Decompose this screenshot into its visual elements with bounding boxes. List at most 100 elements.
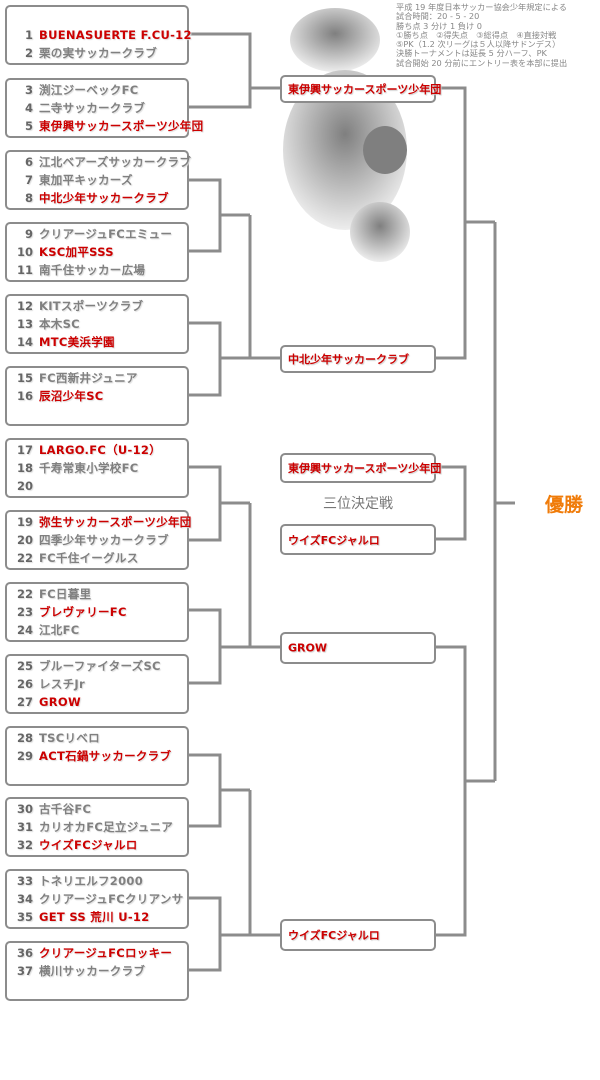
team-name: 東加平キッカーズ bbox=[39, 173, 133, 187]
team-name: ブルーファイターズSC bbox=[39, 659, 161, 673]
team-number: 16 bbox=[16, 389, 33, 403]
team-name: 江北FC bbox=[39, 623, 80, 637]
group-box: 9 クリアージュFCエミュー 10 KSC加平SSS 11 南千住サッカー広場 bbox=[5, 222, 189, 282]
team-number: 3 bbox=[24, 83, 33, 97]
team-name: 四季少年サッカークラブ bbox=[39, 533, 169, 547]
team-number: 33 bbox=[16, 874, 33, 888]
winning-team-name: ウイズFCジャルロ bbox=[39, 838, 138, 852]
third-place-team: 東伊興サッカースポーツ少年団 bbox=[288, 462, 442, 475]
team-name: 本木SC bbox=[39, 317, 80, 331]
team-number: 30 bbox=[16, 802, 33, 816]
team-number: 19 bbox=[16, 515, 33, 529]
group-box: 28 TSCリベロ 29 ACT石鍋サッカークラブ bbox=[5, 726, 189, 786]
winning-team-name: GROW bbox=[39, 695, 81, 709]
team-number: 18 bbox=[16, 461, 33, 475]
third-place-team: ウイズFCジャルロ bbox=[288, 533, 380, 547]
team-number: 31 bbox=[16, 820, 33, 834]
team-number: 10 bbox=[16, 245, 33, 259]
team-number: 7 bbox=[24, 173, 33, 187]
round2-box: ウイズFCジャルロ bbox=[280, 919, 436, 951]
team-name: トネリエルフ2000 bbox=[39, 874, 144, 888]
winning-team-name: 中北少年サッカークラブ bbox=[39, 191, 169, 205]
rules-line: 決勝トーナメントは延長 5 分ハーフ、PK bbox=[396, 48, 547, 59]
rules-line: 試合開始 20 分前にエントリー表を本部に提出 bbox=[396, 57, 568, 68]
team-name: FC日暮里 bbox=[39, 587, 92, 601]
third-place-box: ウイズFCジャルロ bbox=[280, 524, 436, 555]
team-name: クリアージュFCクリアンサ bbox=[39, 892, 184, 906]
rules-line: 勝ち点 3 分け 1 負け 0 bbox=[396, 20, 482, 31]
team-name: 横川サッカークラブ bbox=[39, 964, 146, 978]
team-number: 32 bbox=[16, 838, 33, 852]
team-name: 南千住サッカー広場 bbox=[39, 263, 146, 277]
team-number: 8 bbox=[24, 191, 33, 205]
team-number: 11 bbox=[16, 263, 33, 277]
team-number: 12 bbox=[16, 299, 33, 313]
team-name: TSCリベロ bbox=[39, 731, 100, 745]
group-box: 33 トネリエルフ2000 34 クリアージュFCクリアンサ 35 GET SS 荒川 U… bbox=[5, 869, 189, 929]
winning-team-name: 弥生サッカースポーツ少年団 bbox=[39, 515, 192, 529]
team-name: FC西新井ジュニア bbox=[39, 371, 138, 385]
player-silhouette bbox=[283, 8, 410, 262]
team-name: 古千谷FC bbox=[39, 802, 92, 816]
winning-team-name: クリアージュFCロッキー bbox=[39, 946, 173, 960]
team-name: KITスポーツクラブ bbox=[39, 299, 144, 313]
rules-line: ⑤PK（1.2 次リーグは５人以降サドンデス） bbox=[396, 39, 561, 50]
team-number: 5 bbox=[24, 119, 33, 133]
team-name: FC千住イーグルス bbox=[39, 551, 139, 565]
team-number: 34 bbox=[16, 892, 33, 906]
winning-team-name: KSC加平SSS bbox=[39, 245, 114, 259]
round2-team: ウイズFCジャルロ bbox=[288, 929, 380, 942]
team-number: 23 bbox=[16, 605, 33, 619]
winning-team-name: GET SS 荒川 U-12 bbox=[39, 910, 150, 924]
team-number: 4 bbox=[24, 101, 33, 115]
team-number: 2 bbox=[24, 46, 33, 60]
round2-team: GROW bbox=[288, 641, 327, 655]
group-box: 36 クリアージュFCロッキー 37 横川サッカークラブ bbox=[5, 941, 189, 1001]
team-number: 25 bbox=[16, 659, 33, 673]
team-number: 6 bbox=[24, 155, 33, 169]
winning-team-name: ACT石鍋サッカークラブ bbox=[39, 749, 172, 763]
team-number: 37 bbox=[16, 964, 33, 978]
team-name: 二寺サッカークラブ bbox=[39, 101, 146, 115]
champion-label: 優勝 bbox=[545, 494, 584, 516]
winning-team-name: LARGO.FC（U-12） bbox=[39, 443, 162, 457]
third-place-box: 東伊興サッカースポーツ少年団 bbox=[280, 453, 441, 483]
rules-line: 平成 19 年度日本サッカー協会少年規定による bbox=[396, 2, 567, 12]
team-name: 渕江ジーベックFC bbox=[39, 83, 139, 97]
team-name: 栗の実サッカークラブ bbox=[39, 46, 157, 60]
group-box: 3 渕江ジーベックFC 4 二寺サッカークラブ 5 東伊興サッカースポーツ少年団 bbox=[5, 78, 203, 138]
round2-team: 中北少年サッカークラブ bbox=[288, 353, 409, 366]
team-name: クリアージュFCエミュー bbox=[39, 227, 173, 241]
team-number: 24 bbox=[16, 623, 33, 637]
round2-box: GROW bbox=[280, 632, 436, 664]
team-number: 22 bbox=[16, 587, 33, 601]
team-number: 36 bbox=[16, 946, 33, 960]
team-number: 13 bbox=[16, 317, 33, 331]
team-name: レスチJr bbox=[39, 677, 85, 691]
rules-line: 試合時間：20 - 5 - 20 bbox=[396, 11, 480, 22]
team-number: 27 bbox=[16, 695, 33, 709]
round2-box: 中北少年サッカークラブ bbox=[280, 345, 436, 373]
group-box: 30 古千谷FC 31 カリオカFC足立ジュニア 32 ウイズFCジャルロ bbox=[5, 797, 189, 857]
team-number: 28 bbox=[16, 731, 33, 745]
team-number: 9 bbox=[24, 227, 33, 241]
rules-line: ①勝ち点 ②得失点 ③総得点 ④直接対戦 bbox=[396, 29, 557, 40]
team-number: 22 bbox=[16, 551, 33, 565]
team-number: 29 bbox=[16, 749, 33, 763]
team-name: カリオカFC足立ジュニア bbox=[39, 820, 174, 834]
round2-box: 東伊興サッカースポーツ少年団 bbox=[280, 75, 441, 103]
team-number: 35 bbox=[16, 910, 33, 924]
team-number: 17 bbox=[16, 443, 33, 457]
winning-team-name: 東伊興サッカースポーツ少年団 bbox=[39, 119, 204, 133]
winning-team-name: MTC美浜学園 bbox=[39, 335, 115, 349]
winning-team-name: BUENASUERTE F.CU-12 bbox=[39, 28, 192, 42]
